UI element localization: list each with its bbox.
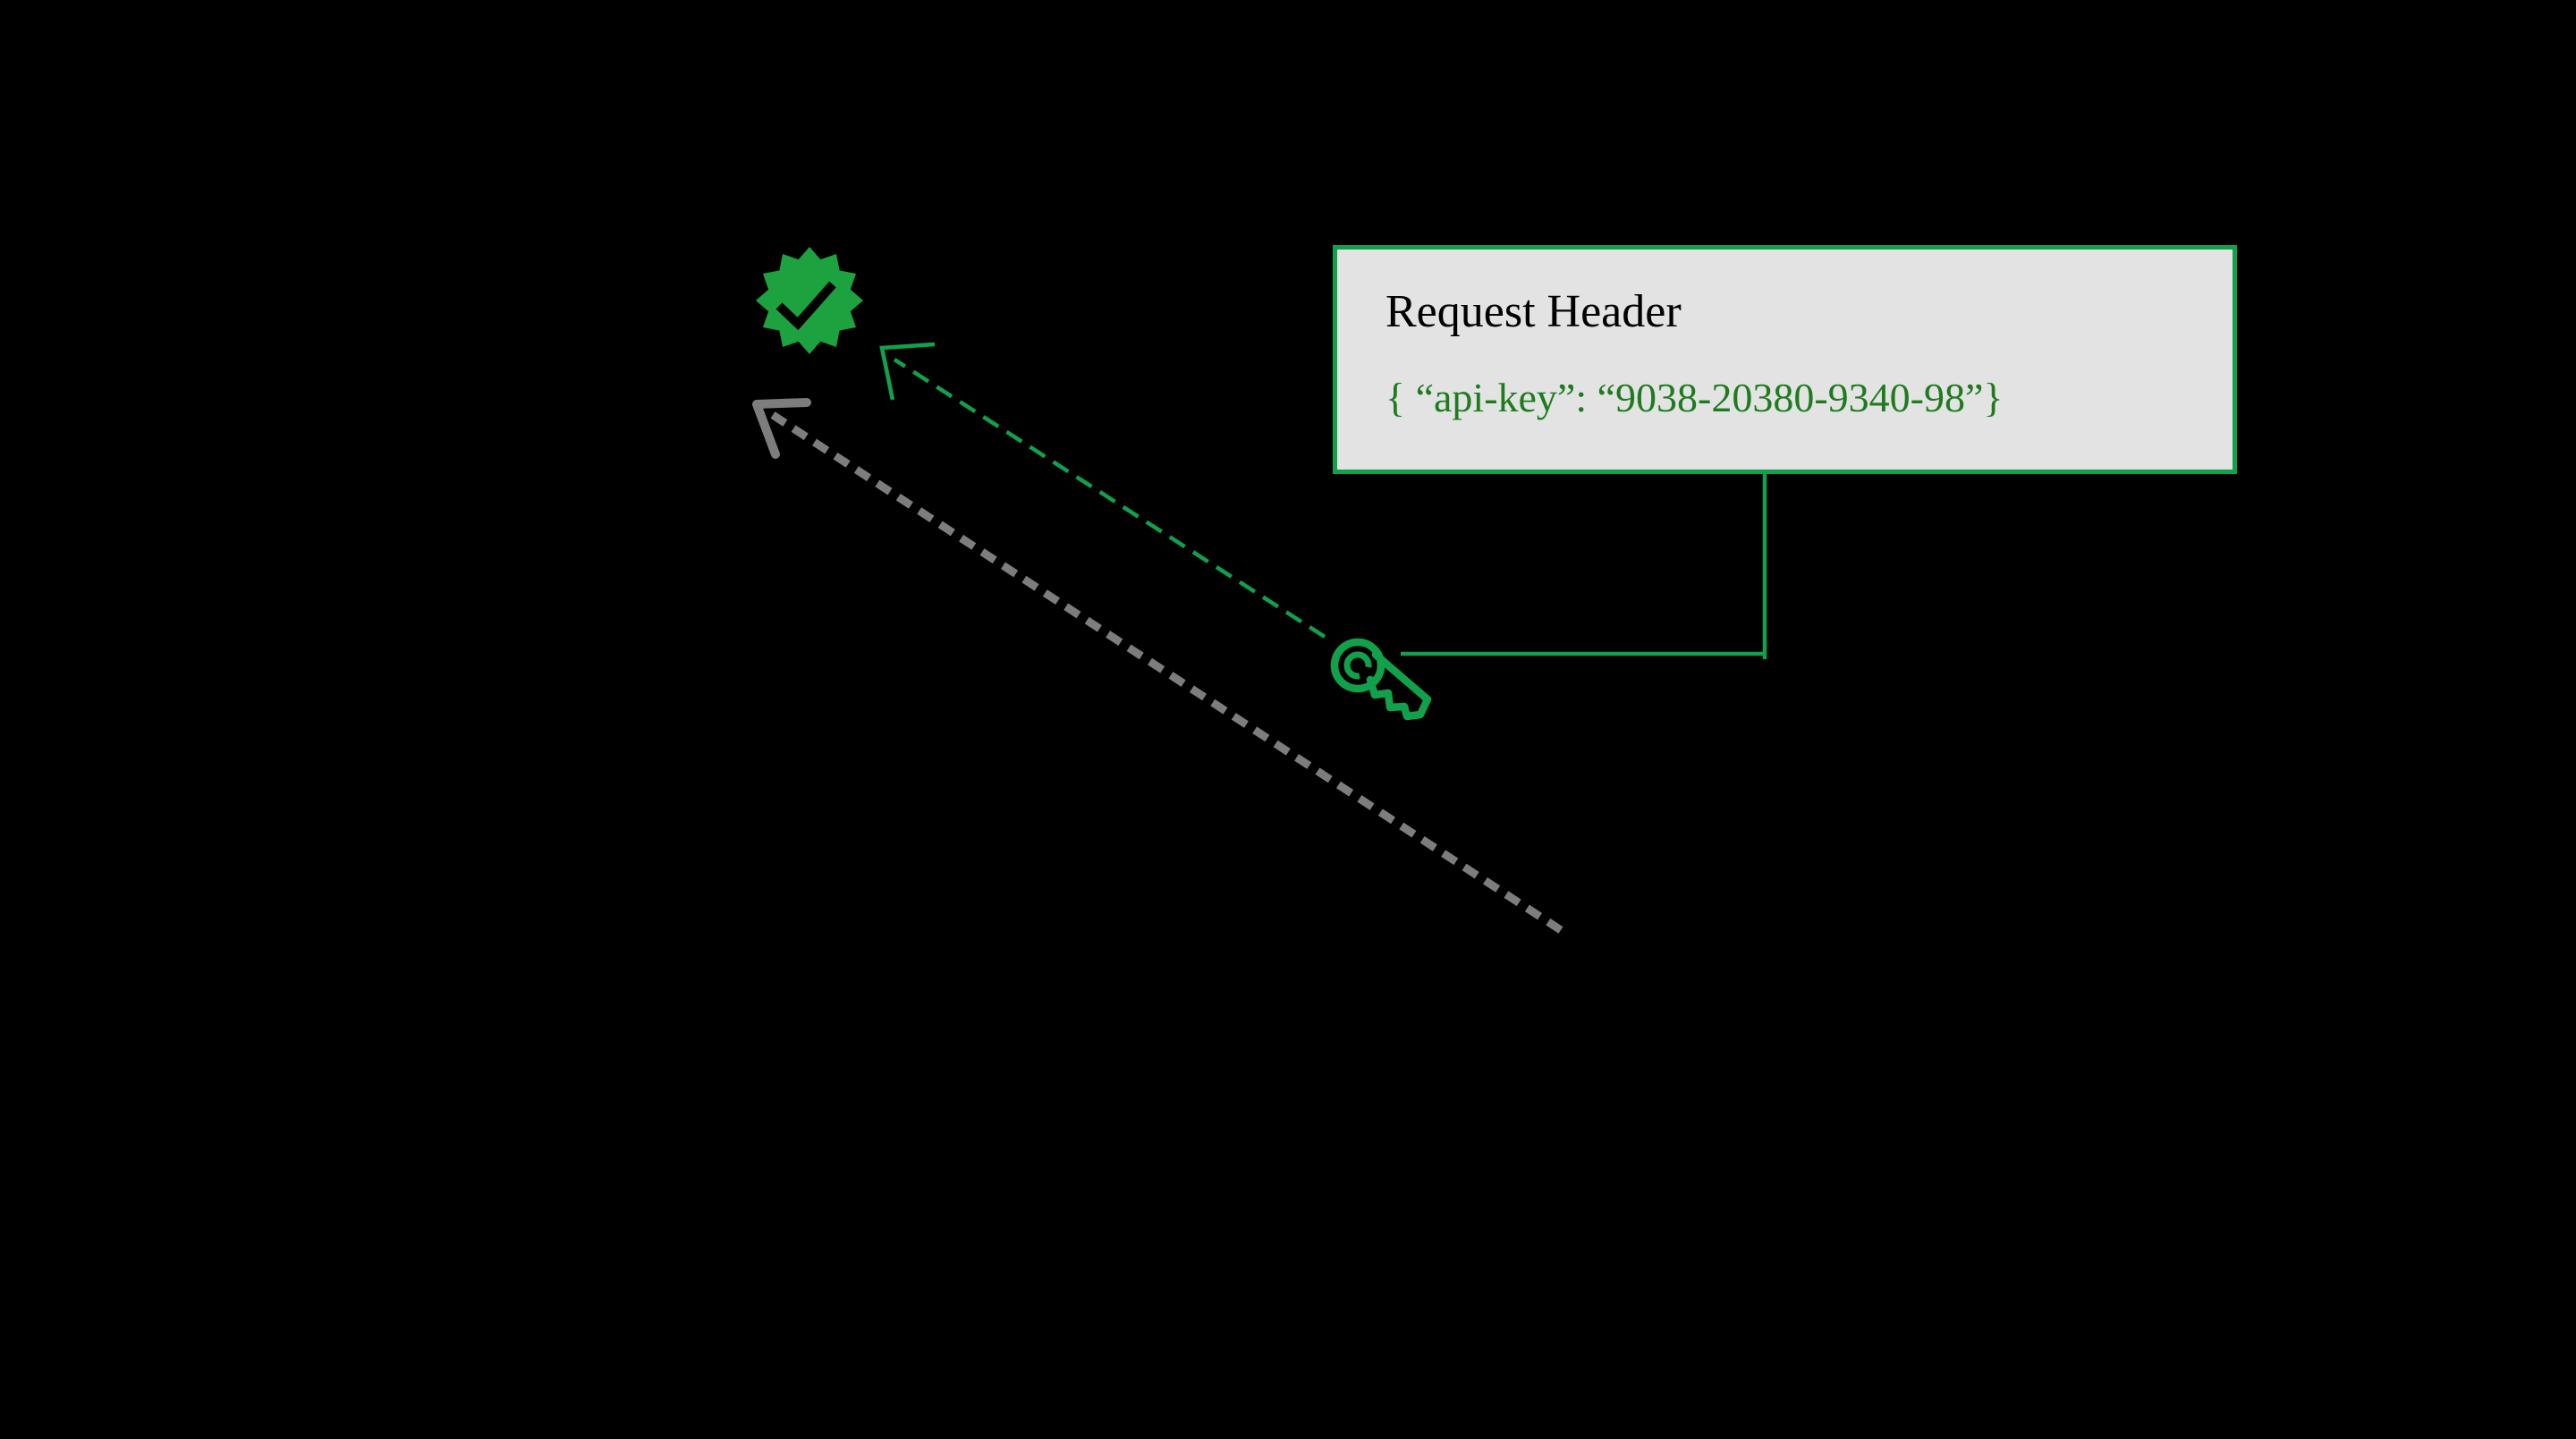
api-key-code-text: { “api-key”: “9038-20380-9340-98”} xyxy=(1385,375,2004,420)
checkmark-icon xyxy=(775,281,836,331)
api-key-icon xyxy=(1330,638,1432,721)
key-shaft xyxy=(1366,650,1432,721)
gray-arrowhead-icon xyxy=(752,398,811,459)
key-ring xyxy=(1330,638,1385,693)
green-arrowhead-icon xyxy=(879,342,936,401)
key-ring-inner xyxy=(1343,651,1372,680)
request-box-title: Request Header xyxy=(1385,286,1682,337)
gray-dashed-arrow-shaft xyxy=(770,411,1563,934)
green-dashed-arrow xyxy=(879,342,1326,639)
green-dashed-arrow-shaft xyxy=(893,358,1326,639)
gray-dashed-arrow xyxy=(752,398,1563,934)
callout-connector-line xyxy=(1401,473,1767,659)
verified-badge-icon xyxy=(756,247,863,354)
request-header-box: Request Header { “api-key”: “9038-20380-… xyxy=(1333,245,2237,474)
badge-star-shape xyxy=(756,247,863,354)
